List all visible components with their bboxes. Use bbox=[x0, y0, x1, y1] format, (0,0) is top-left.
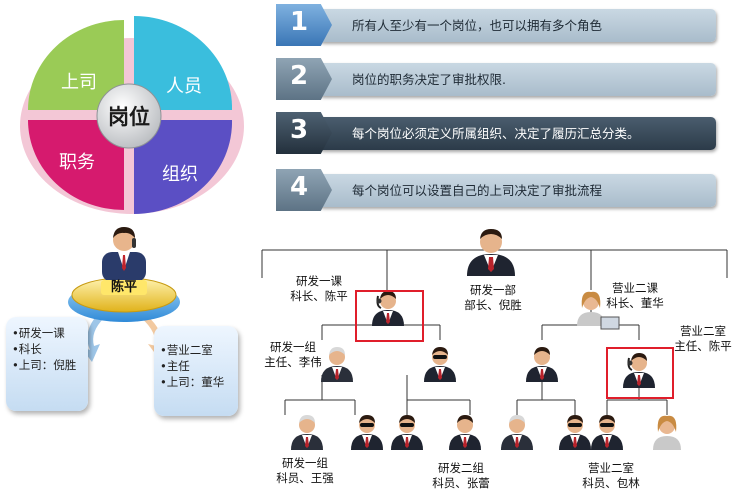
person-platform bbox=[68, 227, 180, 362]
person-left-line-1: •研发一课 bbox=[12, 326, 65, 340]
org-dev1-section-label: 研发一课科长、陈平 bbox=[290, 274, 348, 303]
person-right-line-3: •上司：董华 bbox=[160, 375, 225, 389]
step-bar-4: 每个岗位可以设置自己的上司决定了审批流程 bbox=[318, 174, 716, 207]
step-text-2: 岗位的职务决定了审批权限. bbox=[352, 72, 506, 87]
role-pie-diagram: 岗位 上司 人员 职务 组织 bbox=[20, 15, 244, 215]
org-staff-avatar-2 bbox=[351, 415, 383, 450]
org-chart bbox=[261, 229, 728, 450]
pie-center-circle bbox=[96, 83, 162, 149]
pie-quadrant-top-left bbox=[28, 20, 124, 110]
person-info-box-right: •营业二室 •主任 •上司：董华 bbox=[154, 326, 238, 416]
org-staff-avatar-3 bbox=[391, 415, 423, 450]
org-staff-avatar-7 bbox=[591, 415, 623, 450]
org-staff-avatar-8 bbox=[653, 415, 681, 450]
step-text-4: 每个岗位可以设置自己的上司决定了审批流程 bbox=[352, 183, 603, 198]
step-number-1: 1 bbox=[276, 4, 332, 46]
person-info-box-left: •研发一课 •科长 •上司：倪胜 bbox=[6, 317, 88, 411]
pie-center-label: 岗位 bbox=[108, 105, 150, 129]
pie-label-top-right: 人员 bbox=[166, 76, 202, 97]
person-name: 陈平 bbox=[101, 280, 147, 295]
org-staff-avatar-1 bbox=[291, 415, 323, 450]
org-sales2-section-label: 营业二课科长、董华 bbox=[606, 281, 664, 310]
org-bottom-dev1-label: 研发一组科员、王强 bbox=[276, 456, 334, 485]
org-staff-avatar-4 bbox=[449, 415, 481, 450]
org-sales-room1-avatar bbox=[526, 347, 558, 382]
org-head-avatar bbox=[467, 229, 515, 276]
step-bar-3: 每个岗位必须定义所属组织、决定了履历汇总分类。 bbox=[318, 117, 716, 150]
org-dev-group1-label: 研发一组主任、李伟 bbox=[264, 340, 322, 369]
step-number-3: 3 bbox=[276, 112, 332, 154]
org-head-label: 研发一部部长、倪胜 bbox=[464, 283, 522, 312]
org-staff-avatar-5 bbox=[501, 415, 533, 450]
step-text-1: 所有人至少有一个岗位，也可以拥有多个角色 bbox=[352, 18, 603, 33]
pie-label-bottom-right: 组织 bbox=[162, 164, 198, 185]
person-left-line-2: •科长 bbox=[12, 342, 42, 356]
pie-quadrant-bottom-right bbox=[134, 120, 233, 215]
step-number-2: 2 bbox=[276, 58, 332, 100]
org-sales2-room-label: 营业二室主任、陈平 bbox=[674, 324, 732, 353]
pie-quadrant-top-right bbox=[134, 15, 233, 110]
org-staff-avatar-6 bbox=[559, 415, 591, 450]
highlight-box-dev1-section bbox=[355, 290, 424, 342]
highlight-box-sales2-room bbox=[606, 347, 674, 399]
org-bottom-sales-label: 营业二室科员、包林 bbox=[582, 461, 640, 490]
person-right-line-1: •营业二室 bbox=[160, 343, 213, 357]
step-bar-1: 所有人至少有一个岗位，也可以拥有多个角色 bbox=[318, 9, 716, 42]
person-left-line-3: •上司：倪胜 bbox=[12, 358, 77, 372]
pie-label-top-left: 上司 bbox=[61, 72, 97, 93]
step-bar-2: 岗位的职务决定了审批权限. bbox=[318, 63, 716, 96]
org-bottom-dev2-label: 研发二组科员、张蕾 bbox=[432, 461, 490, 490]
pie-label-bottom-left: 职务 bbox=[59, 152, 95, 173]
pie-quadrant-bottom-left bbox=[28, 120, 124, 210]
step-text-3: 每个岗位必须定义所属组织、决定了履历汇总分类。 bbox=[352, 126, 640, 141]
person-right-line-2: •主任 bbox=[160, 359, 190, 373]
org-dev-group2-avatar bbox=[424, 347, 456, 382]
step-number-4: 4 bbox=[276, 169, 332, 211]
laptop-icon bbox=[600, 316, 620, 330]
